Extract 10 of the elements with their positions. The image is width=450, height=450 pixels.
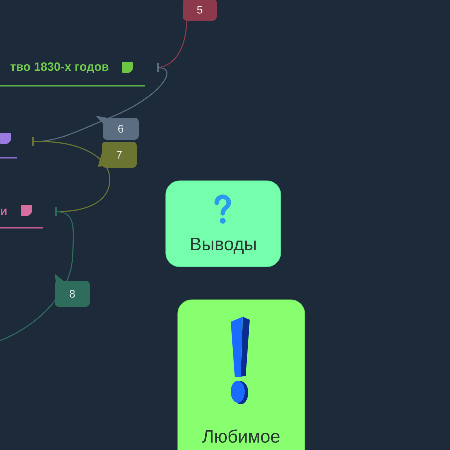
topic-box: Любимое	[178, 300, 306, 450]
edge-label: 6	[96, 116, 139, 140]
topic-box: Выводы	[166, 180, 282, 268]
edge-label: 8	[55, 274, 90, 307]
connector	[157, 20, 188, 69]
connector	[32, 137, 111, 213]
edge-label: 7	[98, 142, 137, 168]
topic: и	[0, 208, 43, 229]
topic: тво 1830-х годов	[0, 62, 145, 87]
edge-label: 5	[183, 0, 217, 21]
